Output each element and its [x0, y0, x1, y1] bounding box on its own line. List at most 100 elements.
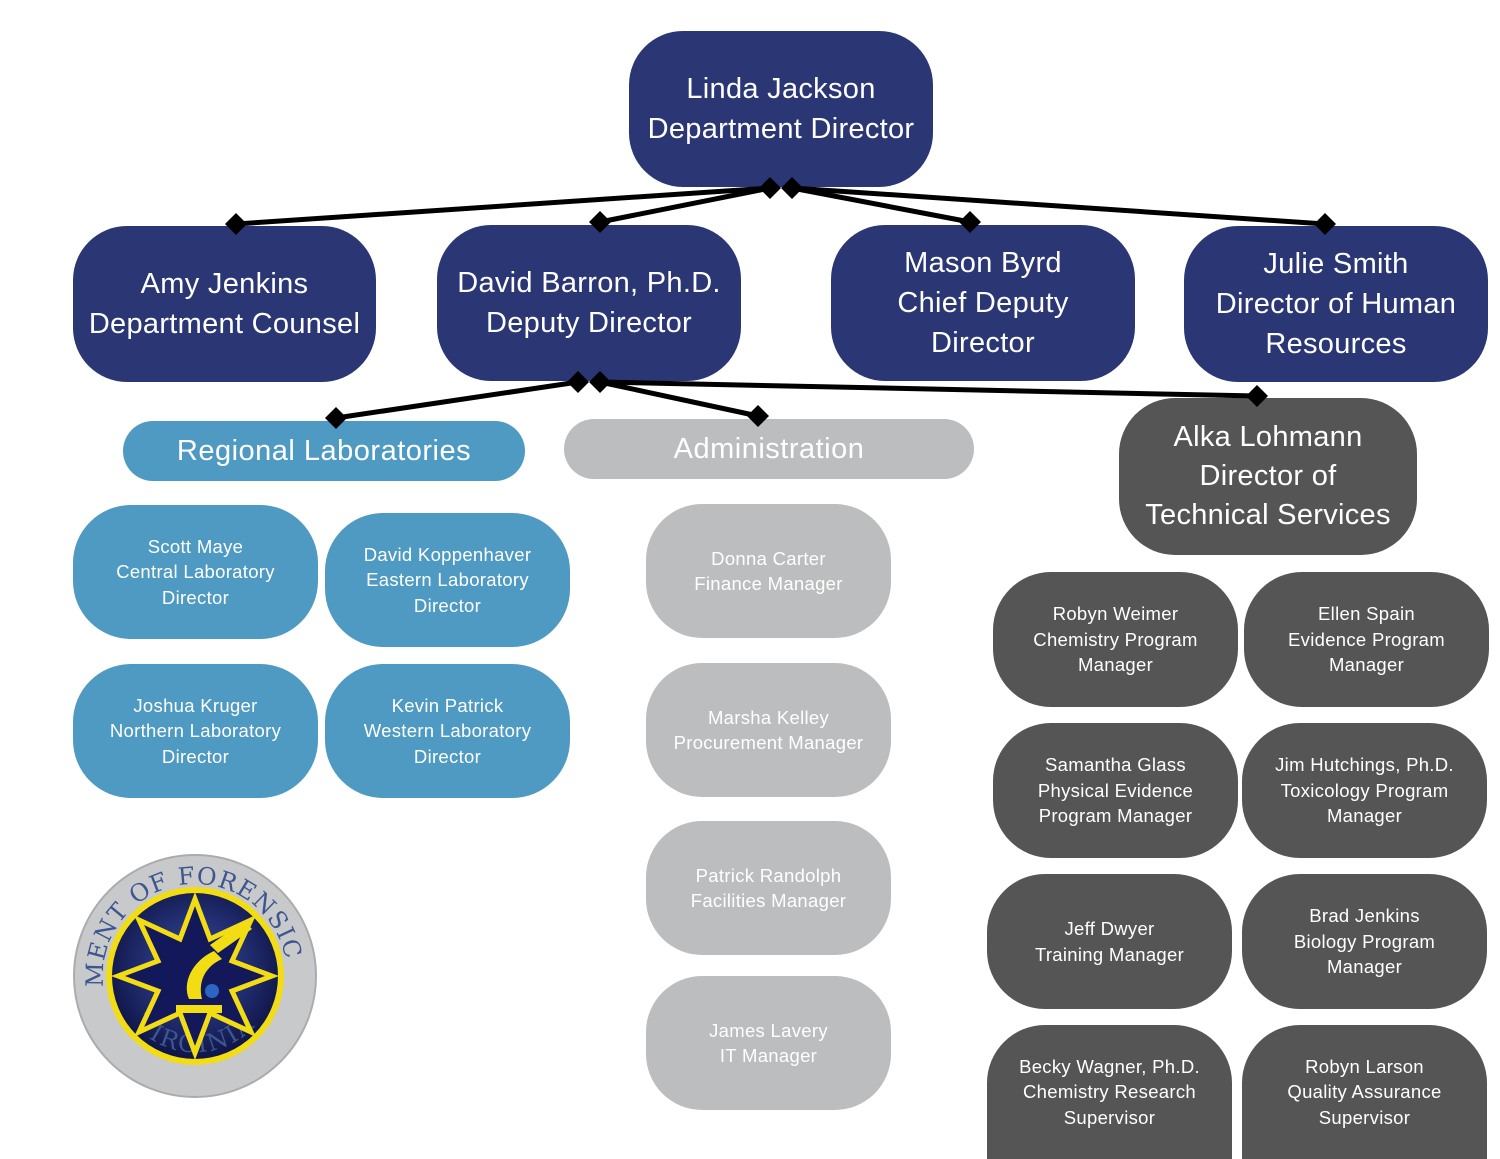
connector-diamond: [589, 371, 611, 393]
connector-diamond: [1314, 213, 1336, 235]
card-quality-assurance-supervisor: Robyn Larson Quality Assurance Superviso…: [1242, 1025, 1487, 1159]
node-name: Linda Jackson: [686, 73, 876, 105]
connector-deputy-administration: [597, 379, 761, 419]
card-name: Jeff Dwyer: [1064, 918, 1155, 939]
card-title: Supervisor: [1063, 1106, 1156, 1128]
card-title: Physical Evidence: [1037, 779, 1194, 801]
card-title: Facilities Manager: [690, 890, 847, 911]
card-title: Director: [413, 745, 482, 767]
card-name: Marsha Kelley: [707, 706, 830, 728]
connector-diamond: [747, 405, 769, 427]
card-title: Central Laboratory: [116, 561, 275, 583]
card-title: Director: [413, 594, 482, 616]
connector-diamond: [589, 211, 611, 233]
card-title: Director: [161, 586, 230, 608]
card-name: Joshua Kruger: [133, 694, 258, 716]
card-title: Manager: [1326, 956, 1403, 978]
connector-director-deputy: [597, 185, 773, 225]
card-title: Northern Laboratory: [109, 720, 282, 742]
node-title: Director of: [1199, 460, 1337, 492]
node-title: Technical Services: [1145, 499, 1391, 531]
card-facilities-manager: Patrick Randolph Facilities Manager: [646, 821, 891, 955]
card-name: Samantha Glass: [1045, 754, 1186, 776]
card-title: Supervisor: [1318, 1106, 1411, 1128]
connector-diamond: [959, 211, 981, 233]
card-name: Patrick Randolph: [695, 864, 842, 886]
node-title: Director of Human: [1215, 288, 1457, 320]
node-chief-deputy-director: Mason Byrd Chief Deputy Director: [831, 225, 1135, 381]
card-title: Chemistry Program: [1033, 628, 1198, 650]
card-physical-evidence-program-manager: Samantha Glass Physical Evidence Program…: [993, 723, 1238, 858]
node-name: David Barron, Ph.D.: [457, 267, 721, 299]
node-title: Resources: [1265, 328, 1407, 360]
connector-deputy-regional: [333, 379, 581, 421]
header-regional-laboratories: Regional Laboratories: [123, 421, 525, 481]
connector-diamond: [567, 371, 589, 393]
node-name: Mason Byrd: [904, 247, 1062, 279]
connector-director-counsel: [233, 185, 773, 227]
department-seal-logo: DEPARTMENT OF FORENSIC SCIENCE VIRGINIA: [72, 853, 317, 1098]
card-name: Kevin Patrick: [391, 694, 504, 716]
card-title: Procurement Manager: [673, 732, 864, 753]
card-finance-manager: Donna Carter Finance Manager: [646, 504, 891, 638]
card-it-manager: James Lavery IT Manager: [646, 976, 891, 1110]
card-toxicology-program-manager: Jim Hutchings, Ph.D. Toxicology Program …: [1242, 723, 1487, 858]
node-title: Chief Deputy: [897, 287, 1069, 319]
connector-diamond: [781, 177, 803, 199]
card-central-laboratory: Scott Maye Central Laboratory Director: [73, 505, 318, 639]
card-chemistry-program-manager: Robyn Weimer Chemistry Program Manager: [993, 572, 1238, 707]
connector-diamond: [225, 213, 247, 235]
card-name: James Lavery: [709, 1019, 828, 1041]
card-title: Toxicology Program: [1280, 779, 1449, 801]
node-department-counsel: Amy Jenkins Department Counsel: [73, 226, 376, 382]
node-name: Julie Smith: [1263, 248, 1409, 280]
card-title: Training Manager: [1034, 943, 1185, 965]
node-department-director: Linda Jackson Department Director: [629, 31, 933, 187]
card-name: Jim Hutchings, Ph.D.: [1275, 754, 1454, 776]
card-procurement-manager: Marsha Kelley Procurement Manager: [646, 663, 891, 797]
card-eastern-laboratory: David Koppenhaver Eastern Laboratory Dir…: [325, 513, 570, 647]
card-name: Robyn Larson: [1305, 1055, 1424, 1077]
card-name: Robyn Weimer: [1052, 603, 1179, 625]
card-name: Becky Wagner, Ph.D.: [1019, 1055, 1200, 1077]
microscope-icon: [176, 921, 252, 1013]
node-title: Department Counsel: [88, 308, 361, 340]
node-title: Director: [931, 327, 1035, 359]
node-name: Alka Lohmann: [1173, 421, 1363, 453]
card-title: Eastern Laboratory: [366, 569, 529, 591]
connector-diamond: [325, 407, 347, 429]
card-title: Chemistry Research: [1023, 1081, 1196, 1103]
node-deputy-director: David Barron, Ph.D. Deputy Director: [437, 225, 741, 381]
card-title: Program Manager: [1038, 805, 1193, 827]
card-name: Scott Maye: [147, 535, 244, 557]
node-director-technical-services: Alka Lohmann Director of Technical Servi…: [1119, 398, 1417, 555]
card-title: Manager: [1077, 654, 1154, 676]
card-title: Western Laboratory: [363, 720, 532, 742]
card-title: Finance Manager: [694, 573, 843, 594]
connector-diamond: [1246, 385, 1268, 407]
header-label: Regional Laboratories: [176, 434, 472, 467]
connector-director-chief-deputy: [789, 185, 973, 225]
node-director-human-resources: Julie Smith Director of Human Resources: [1184, 226, 1488, 382]
card-title: Biology Program: [1293, 930, 1436, 952]
card-title: IT Manager: [719, 1045, 818, 1066]
card-name: Brad Jenkins: [1309, 905, 1420, 927]
card-biology-program-manager: Brad Jenkins Biology Program Manager: [1242, 874, 1487, 1009]
node-title: Department Director: [647, 113, 915, 145]
header-label: Administration: [673, 432, 865, 465]
card-name: Ellen Spain: [1318, 603, 1415, 625]
connector-director-hr: [789, 185, 1328, 227]
connector-diamond: [759, 177, 781, 199]
card-northern-laboratory: Joshua Kruger Northern Laboratory Direct…: [73, 664, 318, 798]
card-title: Evidence Program: [1288, 628, 1445, 650]
connector-deputy-technical: [597, 379, 1260, 399]
card-name: Donna Carter: [711, 547, 826, 569]
node-name: Amy Jenkins: [140, 268, 309, 300]
card-name: David Koppenhaver: [363, 543, 532, 565]
card-title: Manager: [1328, 654, 1405, 676]
card-training-manager: Jeff Dwyer Training Manager: [987, 874, 1232, 1009]
card-chemistry-research-supervisor: Becky Wagner, Ph.D. Chemistry Research S…: [987, 1025, 1232, 1159]
card-western-laboratory: Kevin Patrick Western Laboratory Directo…: [325, 664, 570, 798]
card-title: Director: [161, 745, 230, 767]
node-title: Deputy Director: [486, 307, 692, 339]
